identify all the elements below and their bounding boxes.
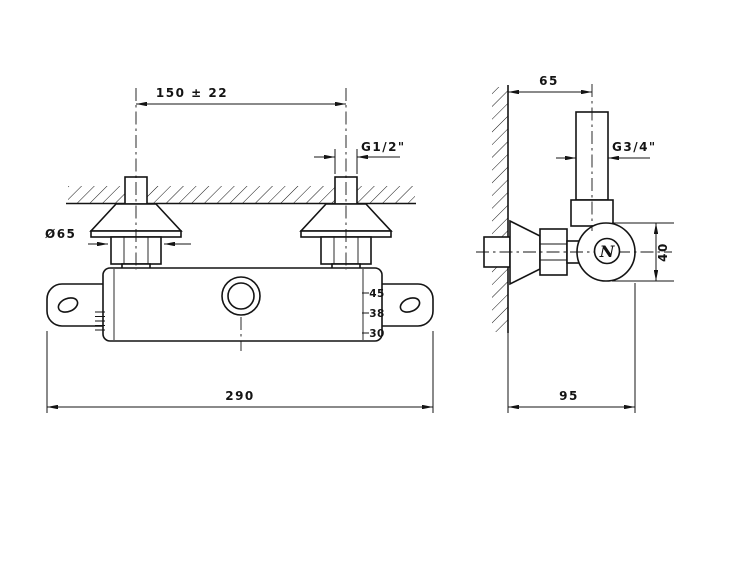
front-view: 45 38 30 150 ± 22 G1/2" Ø65 bbox=[45, 86, 434, 413]
dimension-inlet-spacing: 150 ± 22 bbox=[136, 86, 346, 107]
temperature-scale: 45 38 30 bbox=[362, 288, 385, 340]
dimension-flange-diameter: Ø65 bbox=[45, 227, 191, 247]
dim-label-inlet-spacing: 150 ± 22 bbox=[156, 86, 228, 100]
dim-label-overall-width: 290 bbox=[225, 389, 255, 403]
left-handle-slot bbox=[57, 297, 79, 313]
centerlines-front bbox=[135, 88, 347, 351]
dim-label-body-height: 40 bbox=[656, 242, 670, 262]
temp-value-38: 38 bbox=[369, 308, 385, 320]
dim-label-wall-offset: 65 bbox=[539, 74, 559, 88]
dimension-wall-offset: 65 bbox=[508, 74, 592, 95]
dimension-body-height: 40 bbox=[612, 222, 674, 282]
dim-label-inlet-thread: G1/2" bbox=[361, 140, 406, 154]
dim-label-flange-diameter: Ø65 bbox=[45, 227, 76, 241]
mixer-body-group: 45 38 30 bbox=[46, 267, 434, 342]
dimension-overall-width: 290 bbox=[46, 331, 434, 413]
dim-label-depth: 95 bbox=[559, 389, 579, 403]
logo-letter: N bbox=[599, 242, 616, 261]
temp-value-45: 45 bbox=[369, 288, 385, 300]
dimension-depth: 95 bbox=[507, 283, 636, 413]
left-scale-ticks bbox=[95, 311, 105, 331]
wall-front bbox=[66, 186, 416, 205]
brand-logo: N bbox=[593, 237, 621, 265]
dimension-inlet-thread: G1/2" bbox=[314, 140, 406, 174]
temp-value-30: 30 bbox=[369, 328, 385, 340]
dimension-outlet-thread: G3/4" bbox=[556, 140, 657, 161]
escutcheon-cone bbox=[509, 219, 541, 286]
logo-circle bbox=[593, 237, 621, 265]
dim-label-outlet-thread: G3/4" bbox=[612, 140, 657, 154]
wall-hatch-front bbox=[68, 186, 415, 203]
wall-hatch-side bbox=[492, 87, 508, 332]
centerlines-side bbox=[476, 84, 672, 253]
diverter-button-inner bbox=[227, 282, 255, 310]
wall-side bbox=[492, 85, 509, 333]
side-view: N 65 G3/4" 40 95 bbox=[476, 74, 674, 413]
right-handle-slot bbox=[399, 297, 421, 313]
